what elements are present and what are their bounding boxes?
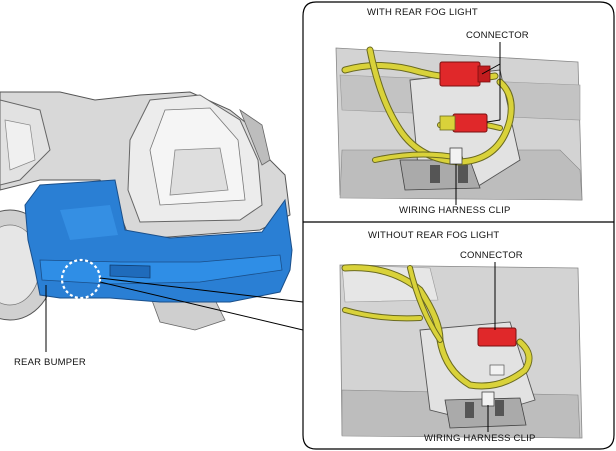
bottom-clip-label: WIRING HARNESS CLIP — [424, 433, 536, 444]
bottom-connector-label: CONNECTOR — [460, 250, 523, 261]
callout-circle — [60, 258, 102, 300]
top-clip-label: WIRING HARNESS CLIP — [399, 205, 511, 216]
vehicle-illustration — [0, 91, 304, 352]
rear-bumper-label: REAR BUMPER — [14, 357, 86, 368]
top-panel-title: WITH REAR FOG LIGHT — [367, 7, 478, 18]
bottom-detail-illustration — [339, 262, 583, 439]
top-detail-illustration — [335, 42, 583, 205]
top-connector-label: CONNECTOR — [466, 30, 529, 41]
bottom-panel-title: WITHOUT REAR FOG LIGHT — [368, 230, 500, 241]
